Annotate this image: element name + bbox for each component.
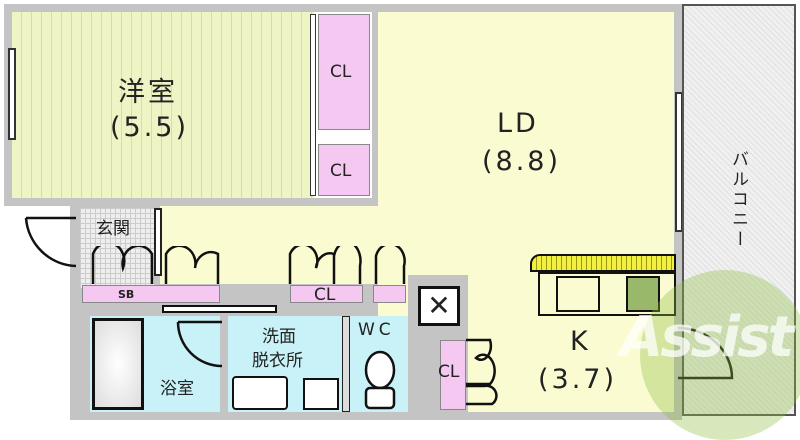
washroom-partition (342, 316, 350, 412)
closet-label: CL (330, 161, 352, 181)
washroom-line2: 脱衣所 (252, 351, 303, 371)
bath-name: 浴室 (160, 379, 194, 399)
bathtub (92, 318, 144, 410)
shoe-box (82, 285, 220, 303)
toilet-name: WC (358, 320, 395, 340)
sink (556, 276, 600, 312)
closet-label: CL (330, 62, 352, 82)
western-room-size: (5.5) (110, 112, 190, 143)
kitchen-name: K (570, 326, 591, 357)
closet-label: CL (314, 285, 336, 305)
entrance-partition (154, 208, 162, 276)
closet-doors[interactable] (88, 246, 408, 286)
washbasin (232, 376, 288, 410)
ld-size: (8.8) (482, 146, 562, 177)
washing-machine-pan (303, 378, 339, 410)
closet-middle (290, 285, 363, 303)
closet-small (373, 285, 406, 303)
ld-room-lower (160, 206, 380, 284)
pipe-space: ✕ (418, 286, 460, 326)
kitchen-size: (3.7) (538, 364, 618, 395)
closet-western-2 (318, 144, 370, 196)
logo-circle (640, 270, 800, 440)
closet-western-1 (318, 14, 370, 130)
shoe-box-name: SB (118, 288, 135, 301)
washroom-line1: 洗面 (262, 327, 296, 347)
western-room (12, 12, 314, 198)
entrance-name: 玄関 (96, 219, 130, 239)
kitchen-counter (530, 254, 676, 272)
window-western[interactable] (8, 48, 16, 140)
bath-door[interactable] (160, 302, 230, 372)
sliding-door[interactable] (162, 305, 277, 313)
front-door[interactable] (20, 210, 82, 270)
toilet-icon (364, 350, 396, 410)
western-room-name: 洋室 (118, 77, 178, 108)
closet-kitchen (440, 340, 466, 410)
balcony-name: バルコニー (728, 150, 748, 250)
stove (626, 276, 660, 312)
balcony (682, 4, 796, 416)
logo-text: Assist (620, 305, 794, 370)
closet-label: CL (438, 362, 460, 382)
closet-kitchen-doors[interactable] (464, 338, 500, 410)
balcony-door[interactable] (672, 322, 742, 382)
closet-door[interactable] (310, 14, 316, 196)
ld-name: LD (497, 108, 539, 139)
